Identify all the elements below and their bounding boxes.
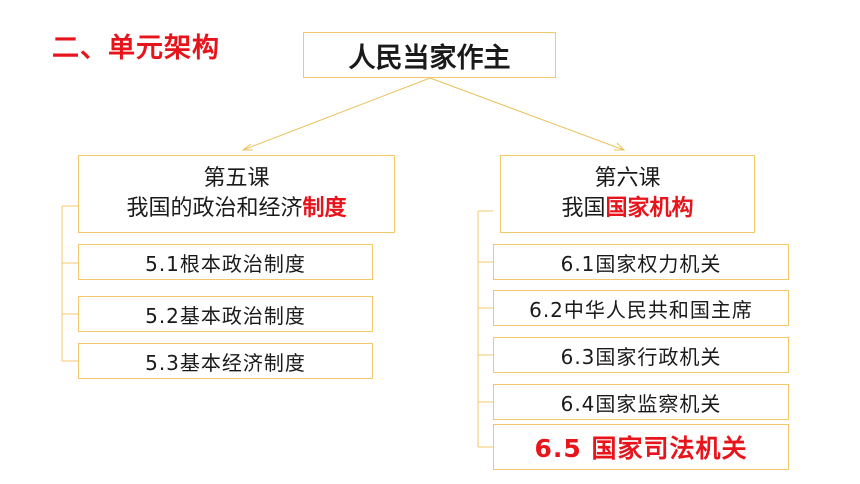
arrowhead-lesson6	[614, 142, 626, 151]
lesson6-item-4-label: 6.4国家监察机关	[560, 391, 722, 416]
lesson6-item-3: 6.3国家行政机关	[493, 337, 789, 373]
lesson5-subtitle-prefix: 我国的政治和经济	[126, 196, 303, 221]
lesson5-item-1-label: 5.1根本政治制度	[145, 251, 306, 276]
lesson6-item-2-label: 6.2中华人民共和国主席	[529, 297, 753, 322]
section-title: 二、单元架构	[52, 33, 220, 64]
lesson5-box: 第五课 我国的政治和经济制度	[78, 155, 395, 233]
root-label: 人民当家作主	[348, 42, 511, 74]
lesson6-item-1-label: 6.1国家权力机关	[560, 251, 722, 276]
lesson6-item-5-highlight: 6.5 国家司法机关	[493, 424, 789, 470]
lesson5-item-2: 5.2基本政治制度	[78, 296, 373, 332]
lesson6-title: 第六课	[594, 166, 661, 191]
root-box: 人民当家作主	[303, 32, 556, 78]
lesson6-subtitle-prefix: 我国	[561, 196, 606, 221]
lesson6-item-1: 6.1国家权力机关	[493, 244, 789, 280]
lesson5-item-3-label: 5.3基本经济制度	[145, 350, 306, 375]
lesson6-subtitle-accent: 国家机构	[605, 196, 694, 221]
lesson5-item-2-label: 5.2基本政治制度	[145, 303, 306, 328]
lesson6-subtitle: 我国国家机构	[561, 194, 693, 224]
connector-root-to-lesson6	[429, 77, 625, 151]
lesson5-item-1: 5.1根本政治制度	[78, 244, 373, 280]
lesson6-item-4: 6.4国家监察机关	[493, 384, 789, 420]
lesson5-title: 第五课	[203, 166, 270, 191]
connector-root-to-lesson5	[242, 77, 431, 151]
lesson6-item-3-label: 6.3国家行政机关	[560, 344, 722, 369]
lesson5-subtitle-accent: 制度	[302, 196, 347, 221]
arrowhead-lesson5	[241, 143, 253, 151]
lesson6-box: 第六课 我国国家机构	[500, 155, 755, 233]
lesson5-item-3: 5.3基本经济制度	[78, 343, 373, 379]
lesson6-item-2: 6.2中华人民共和国主席	[493, 290, 789, 326]
lesson5-subtitle: 我国的政治和经济制度	[126, 194, 346, 224]
lesson6-item-5-label: 6.5 国家司法机关	[534, 434, 748, 463]
